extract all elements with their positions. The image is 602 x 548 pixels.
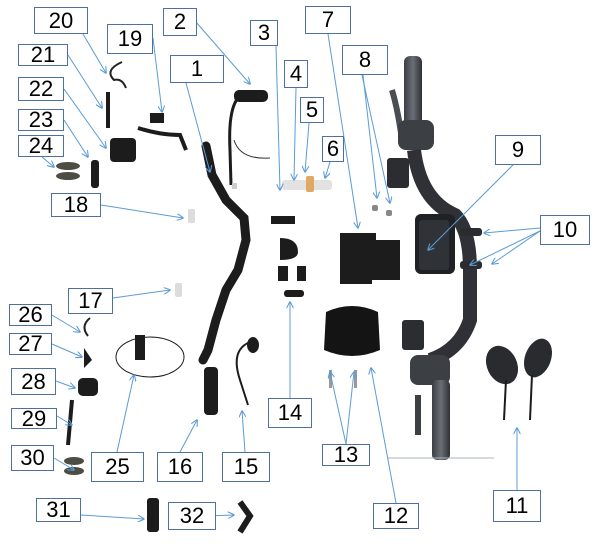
throttle-grip-part <box>228 90 271 189</box>
callout-label-7: 7 <box>305 6 351 34</box>
leader-arrow <box>56 415 72 425</box>
callout-label-30: 30 <box>11 445 54 471</box>
leader-arrow <box>325 161 331 178</box>
leader-arrow <box>195 21 250 84</box>
callout-label-1: 1 <box>170 55 224 83</box>
callout-label-10: 10 <box>540 215 590 245</box>
bar-end-plug-17 <box>175 283 182 297</box>
leader-arrow <box>179 420 197 453</box>
leader-arrow <box>470 230 541 265</box>
callout-label-31: 31 <box>36 498 81 522</box>
callout-label-22: 22 <box>18 77 64 101</box>
callout-label-4: 4 <box>284 60 308 88</box>
callout-label-14: 14 <box>268 398 312 428</box>
callout-label-5: 5 <box>300 97 324 123</box>
callout-label-29: 29 <box>11 407 57 429</box>
leader-arrow <box>63 88 106 148</box>
mirrors-part <box>485 338 553 421</box>
leader-arrow <box>362 74 377 198</box>
callout-label-16: 16 <box>157 452 203 482</box>
leader-arrow <box>294 87 296 180</box>
left-switch-part <box>115 335 185 378</box>
mounting-plate-part <box>340 233 400 284</box>
callout-label-3: 3 <box>250 20 278 46</box>
callout-label-25: 25 <box>91 452 144 482</box>
leader-arrow <box>275 45 280 190</box>
leader-arrow <box>330 372 347 445</box>
leader-arrow <box>327 33 358 228</box>
callout-label-9: 9 <box>495 135 541 165</box>
spring-part-26 <box>83 317 91 337</box>
rear-caliper-part <box>78 378 98 396</box>
callout-label-17: 17 <box>68 288 113 314</box>
callout-label-13: 13 <box>322 444 370 466</box>
handlebar-assembly-photo <box>387 56 494 460</box>
callout-label-2: 2 <box>163 8 197 36</box>
callout-label-27: 27 <box>9 333 52 355</box>
callout-label-26: 26 <box>9 304 52 326</box>
brake-pads-24 <box>56 162 80 180</box>
mount-brackets-part <box>271 216 306 297</box>
leader-arrow <box>80 514 144 519</box>
bar-end-plug-18 <box>188 209 195 223</box>
leader-arrow <box>361 74 390 203</box>
leader-arrow <box>484 227 541 233</box>
callout-label-23: 23 <box>18 109 64 131</box>
leader-arrow <box>345 372 354 445</box>
callout-label-28: 28 <box>11 368 56 395</box>
clip-part-31 <box>147 498 159 532</box>
leader-arrow <box>63 119 88 157</box>
leader-arrow <box>82 33 106 73</box>
callout-label-21: 21 <box>18 44 68 66</box>
leader-arrow <box>100 204 183 218</box>
callout-label-24: 24 <box>18 135 64 157</box>
callout-label-12: 12 <box>373 503 419 529</box>
screws-part <box>329 370 357 388</box>
callout-label-20: 20 <box>34 7 88 34</box>
leader-arrow <box>152 37 162 112</box>
leader-arrow <box>53 457 74 470</box>
leader-arrow <box>492 230 541 264</box>
leader-arrow <box>67 54 102 108</box>
callout-label-18: 18 <box>51 193 101 217</box>
callout-label-11: 11 <box>493 490 541 522</box>
handlebar-part <box>198 141 251 365</box>
spring-part-20 <box>109 61 127 89</box>
callout-label-15: 15 <box>222 452 270 482</box>
leader-arrow <box>305 122 310 172</box>
right-lever-part <box>137 113 188 151</box>
callout-label-8: 8 <box>342 45 388 75</box>
left-grip-part <box>204 367 218 415</box>
leader-arrow <box>428 164 514 250</box>
nuts-part <box>372 205 392 216</box>
callout-label-6: 6 <box>322 136 344 162</box>
leader-arrow <box>51 343 82 357</box>
leader-lines <box>41 21 541 519</box>
fittings-part <box>282 176 332 192</box>
leader-arrow <box>116 375 134 453</box>
display-cover-part <box>324 306 380 356</box>
leader-arrow <box>112 290 170 299</box>
master-cylinder-part <box>91 160 99 188</box>
leader-arrow <box>371 368 397 504</box>
leader-arrow <box>185 82 210 172</box>
callout-label-32: 32 <box>168 502 216 530</box>
bracket-part-27 <box>84 348 92 368</box>
switch-part <box>235 337 259 406</box>
leader-arrow <box>242 411 245 453</box>
leader-arrow <box>51 314 80 332</box>
bracket-part-32 <box>237 500 254 534</box>
leader-arrow <box>41 156 54 167</box>
callout-label-19: 19 <box>107 24 153 54</box>
front-caliper-part <box>110 138 136 162</box>
leader-arrow <box>55 380 75 388</box>
